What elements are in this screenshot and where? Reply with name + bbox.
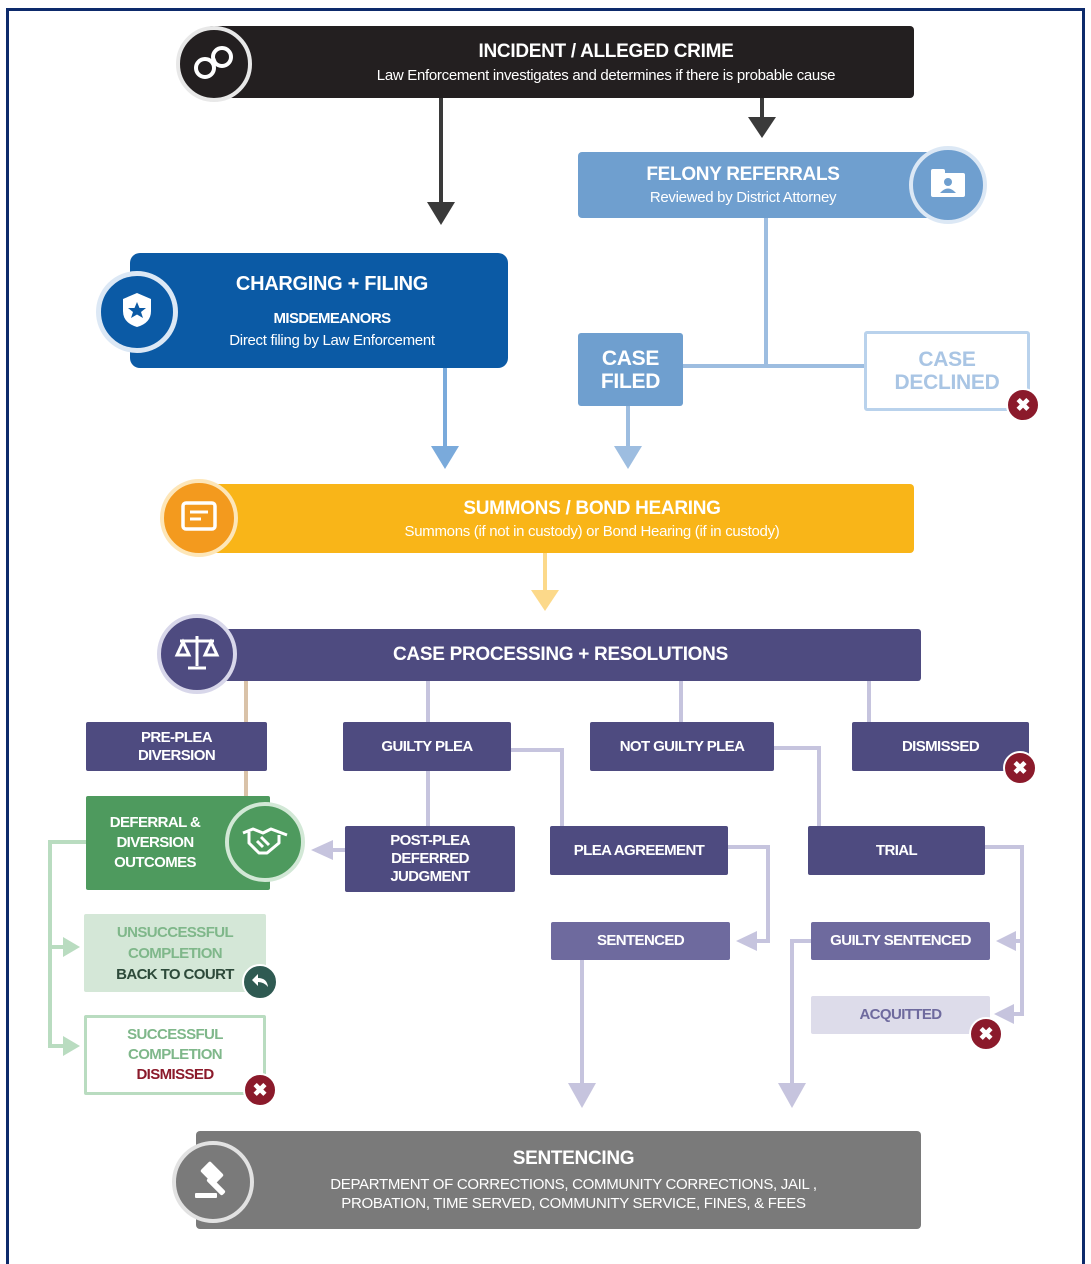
deferral-line1: DEFERRAL & xyxy=(109,814,201,831)
pre-plea-line1: PRE-PLEA xyxy=(140,728,213,746)
dismissed-x-icon: ✖ xyxy=(1003,751,1037,785)
pre-plea-line2: DIVERSION xyxy=(137,746,216,764)
acquitted-label: ACQUITTED xyxy=(859,1006,942,1023)
handcuffs-icon xyxy=(192,42,236,87)
diagram-frame xyxy=(6,8,1085,1264)
deferral-line2: DIVERSION xyxy=(116,834,194,851)
scales-icon xyxy=(174,632,220,677)
return-icon-circle xyxy=(242,964,278,1000)
summons-box: SUMMONS / BOND HEARING Summons (if not i… xyxy=(200,484,914,553)
return-arrow-icon xyxy=(250,971,270,994)
case-filed-line1: CASE xyxy=(601,346,660,370)
case-processing-box: CASE PROCESSING + RESOLUTIONS xyxy=(200,629,921,681)
incident-box: INCIDENT / ALLEGED CRIME Law Enforcement… xyxy=(208,26,914,98)
sentenced-label: SENTENCED xyxy=(596,932,685,949)
not-guilty-plea-label: NOT GUILTY PLEA xyxy=(619,737,745,755)
plea-agreement-box: PLEA AGREEMENT xyxy=(550,826,728,875)
acquitted-box: ACQUITTED xyxy=(811,996,990,1034)
dismissed-box: DISMISSED xyxy=(852,722,1029,771)
felony-referrals-box: FELONY REFERRALS Reviewed by District At… xyxy=(578,152,938,218)
unsuccessful-completion-box: UNSUCCESSFUL COMPLETION BACK TO COURT xyxy=(84,914,266,992)
trial-box: TRIAL xyxy=(808,826,985,875)
deferral-line3: OUTCOMES xyxy=(114,854,196,871)
summons-icon-circle xyxy=(160,479,238,557)
police-badge-icon xyxy=(120,291,154,334)
sentencing-line2: PROBATION, TIME SERVED, COMMUNITY SERVIC… xyxy=(341,1195,806,1212)
post-plea-deferred-judgment-box: POST-PLEA DEFERRED JUDGMENT xyxy=(345,826,515,892)
sentencing-line1: DEPARTMENT OF CORRECTIONS, COMMUNITY COR… xyxy=(330,1176,817,1193)
trial-label: TRIAL xyxy=(875,841,918,859)
pre-plea-diversion-box: PRE-PLEA DIVERSION xyxy=(86,722,267,771)
incident-icon-circle xyxy=(176,26,252,102)
declined-x-icon: ✖ xyxy=(1006,388,1040,422)
felony-icon-circle xyxy=(909,146,987,224)
guilty-sentenced-box: GUILTY SENTENCED xyxy=(811,922,990,960)
unsuccessful-line1: UNSUCCESSFUL xyxy=(116,923,234,941)
summons-subtitle: Summons (if not in custody) or Bond Hear… xyxy=(404,522,780,540)
successful-completion-box: SUCCESSFUL COMPLETION DISMISSED xyxy=(84,1015,266,1095)
unsuccessful-line2: COMPLETION xyxy=(128,944,223,962)
not-guilty-plea-box: NOT GUILTY PLEA xyxy=(590,722,774,771)
plea-agreement-label: PLEA AGREEMENT xyxy=(573,841,705,859)
charging-line1: MISDEMEANORS xyxy=(273,309,392,327)
successful-dismissed-x-icon: ✖ xyxy=(243,1073,277,1107)
successful-line2: COMPLETION xyxy=(128,1046,223,1063)
case-declined-box: CASE DECLINED xyxy=(864,331,1030,411)
handshake-icon xyxy=(241,823,289,862)
acquitted-x-icon: ✖ xyxy=(969,1017,1003,1051)
charging-line2: Direct filing by Law Enforcement xyxy=(229,331,435,349)
processing-title: CASE PROCESSING + RESOLUTIONS xyxy=(393,644,728,665)
successful-line1: SUCCESSFUL xyxy=(127,1026,223,1043)
case-filed-box: CASE FILED xyxy=(578,333,683,406)
post-plea-line1: POST-PLEA xyxy=(390,832,470,849)
post-plea-line3: JUDGMENT xyxy=(390,868,470,885)
gavel-icon xyxy=(191,1159,235,1206)
dismissed-label: DISMISSED xyxy=(901,737,980,755)
case-filed-line2: FILED xyxy=(600,369,661,393)
summons-title: SUMMONS / BOND HEARING xyxy=(463,497,721,519)
incident-subtitle: Law Enforcement investigates and determi… xyxy=(376,66,836,84)
charging-title: CHARGING + FILING xyxy=(235,272,429,295)
post-plea-line2: DEFERRED xyxy=(391,850,469,867)
sentenced-box: SENTENCED xyxy=(551,922,730,960)
case-declined-line2: DECLINED xyxy=(894,371,1000,394)
sentencing-icon-circle xyxy=(172,1141,254,1223)
guilty-sentenced-label: GUILTY SENTENCED xyxy=(830,932,971,949)
processing-icon-circle xyxy=(157,614,237,694)
charging-icon-circle xyxy=(96,271,178,353)
sentencing-title: SENTENCING xyxy=(512,1148,635,1169)
felony-title: FELONY REFERRALS xyxy=(646,164,840,185)
folder-person-icon xyxy=(928,166,968,205)
guilty-plea-label: GUILTY PLEA xyxy=(381,737,473,755)
case-declined-line1: CASE xyxy=(918,348,976,371)
guilty-plea-box: GUILTY PLEA xyxy=(343,722,511,771)
sentencing-box: SENTENCING DEPARTMENT OF CORRECTIONS, CO… xyxy=(196,1131,921,1229)
charging-filing-box: CHARGING + FILING MISDEMEANORS Direct fi… xyxy=(130,253,508,368)
felony-subtitle: Reviewed by District Attorney xyxy=(649,189,837,206)
deferral-icon-circle xyxy=(225,802,305,882)
successful-line3: DISMISSED xyxy=(136,1066,214,1083)
incident-title: INCIDENT / ALLEGED CRIME xyxy=(478,40,734,62)
unsuccessful-line3: BACK TO COURT xyxy=(116,965,234,983)
document-icon xyxy=(179,499,219,538)
